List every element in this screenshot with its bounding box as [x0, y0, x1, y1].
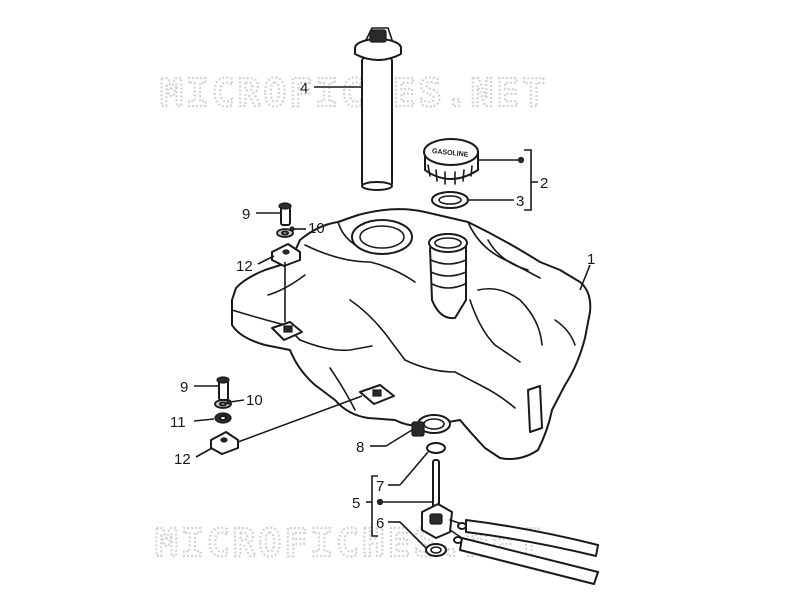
- watermark-top: MICROFICHES.NET: [160, 71, 548, 115]
- callout-12-upper: 12: [236, 258, 253, 275]
- callout-1: 1: [587, 251, 595, 268]
- callout-10-lower: 10: [246, 392, 263, 409]
- callout-8: 8: [356, 439, 364, 456]
- callout-9-lower: 9: [180, 379, 188, 396]
- fuel-sender-part-4: [354, 27, 402, 191]
- valve-seal-part-6: [425, 543, 447, 557]
- callout-10-upper: 10: [308, 220, 325, 237]
- o-ring-part-7: [426, 442, 446, 454]
- callout-11: 11: [170, 414, 186, 431]
- cap-gasket-part-3: [431, 191, 469, 209]
- hose-clamp-part-8: [411, 414, 451, 437]
- callout-2: 2: [540, 175, 548, 192]
- callout-7: 7: [376, 478, 384, 495]
- fuel-valve-part-5: [421, 459, 467, 544]
- fuel-tank-part-1: [231, 208, 592, 460]
- fuel-cap-part-2: GASOLINE: [423, 138, 479, 185]
- fuel-hoses: [459, 519, 599, 585]
- callout-4: 4: [300, 80, 308, 97]
- upper-mount-hardware: [271, 202, 301, 322]
- fuel-cap-label: GASOLINE: [432, 148, 469, 159]
- callout-12-lower: 12: [174, 451, 191, 468]
- callout-5: 5: [352, 495, 360, 512]
- callout-6: 6: [376, 515, 384, 532]
- callout-9-upper: 9: [242, 206, 250, 223]
- callout-3: 3: [516, 193, 524, 210]
